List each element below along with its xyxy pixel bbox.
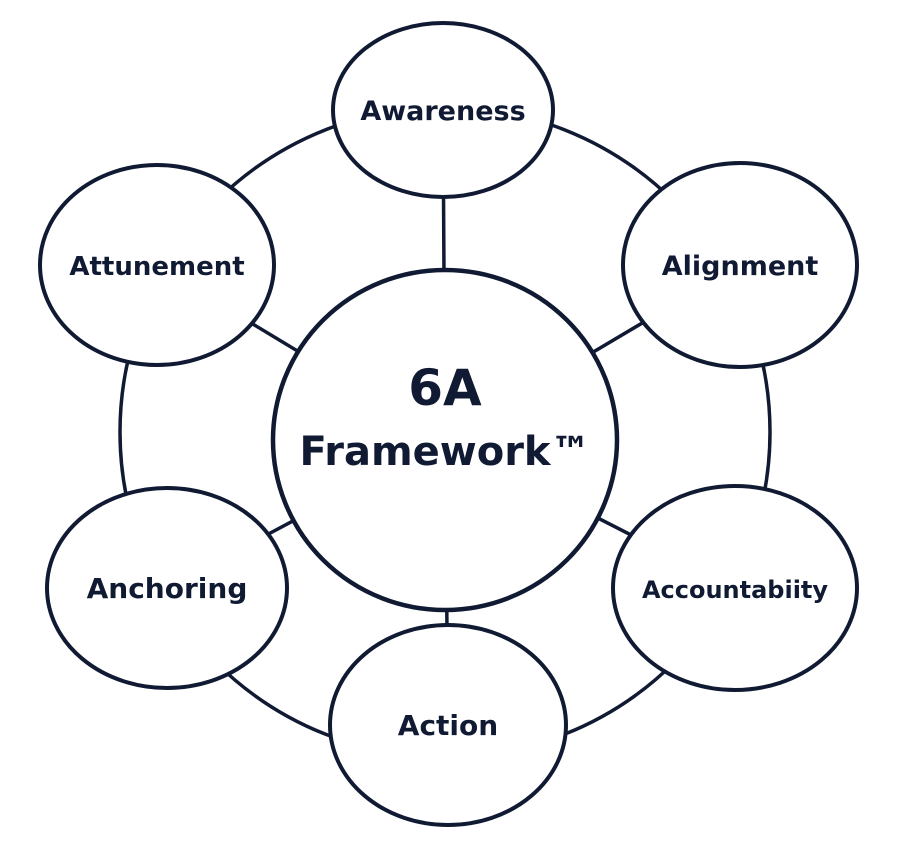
node-anchoring: Anchoring: [45, 486, 289, 690]
node-label: Alignment: [662, 251, 819, 282]
node-label: Attunement: [69, 252, 244, 282]
center-title-line1: 6A: [408, 359, 482, 417]
node-accountability: Accountabiity: [611, 484, 859, 692]
center-title-line2: Framework™: [299, 429, 590, 475]
node-awareness: Awareness: [331, 21, 555, 199]
node-alignment: Alignment: [621, 161, 859, 369]
node-action: Action: [328, 623, 568, 827]
node-label: Awareness: [360, 96, 525, 127]
center-node: 6A Framework™: [270, 267, 620, 613]
node-label: Accountabiity: [642, 576, 828, 604]
node-label: Action: [398, 709, 498, 742]
node-attunement: Attunement: [38, 163, 276, 367]
node-label: Anchoring: [87, 572, 248, 605]
